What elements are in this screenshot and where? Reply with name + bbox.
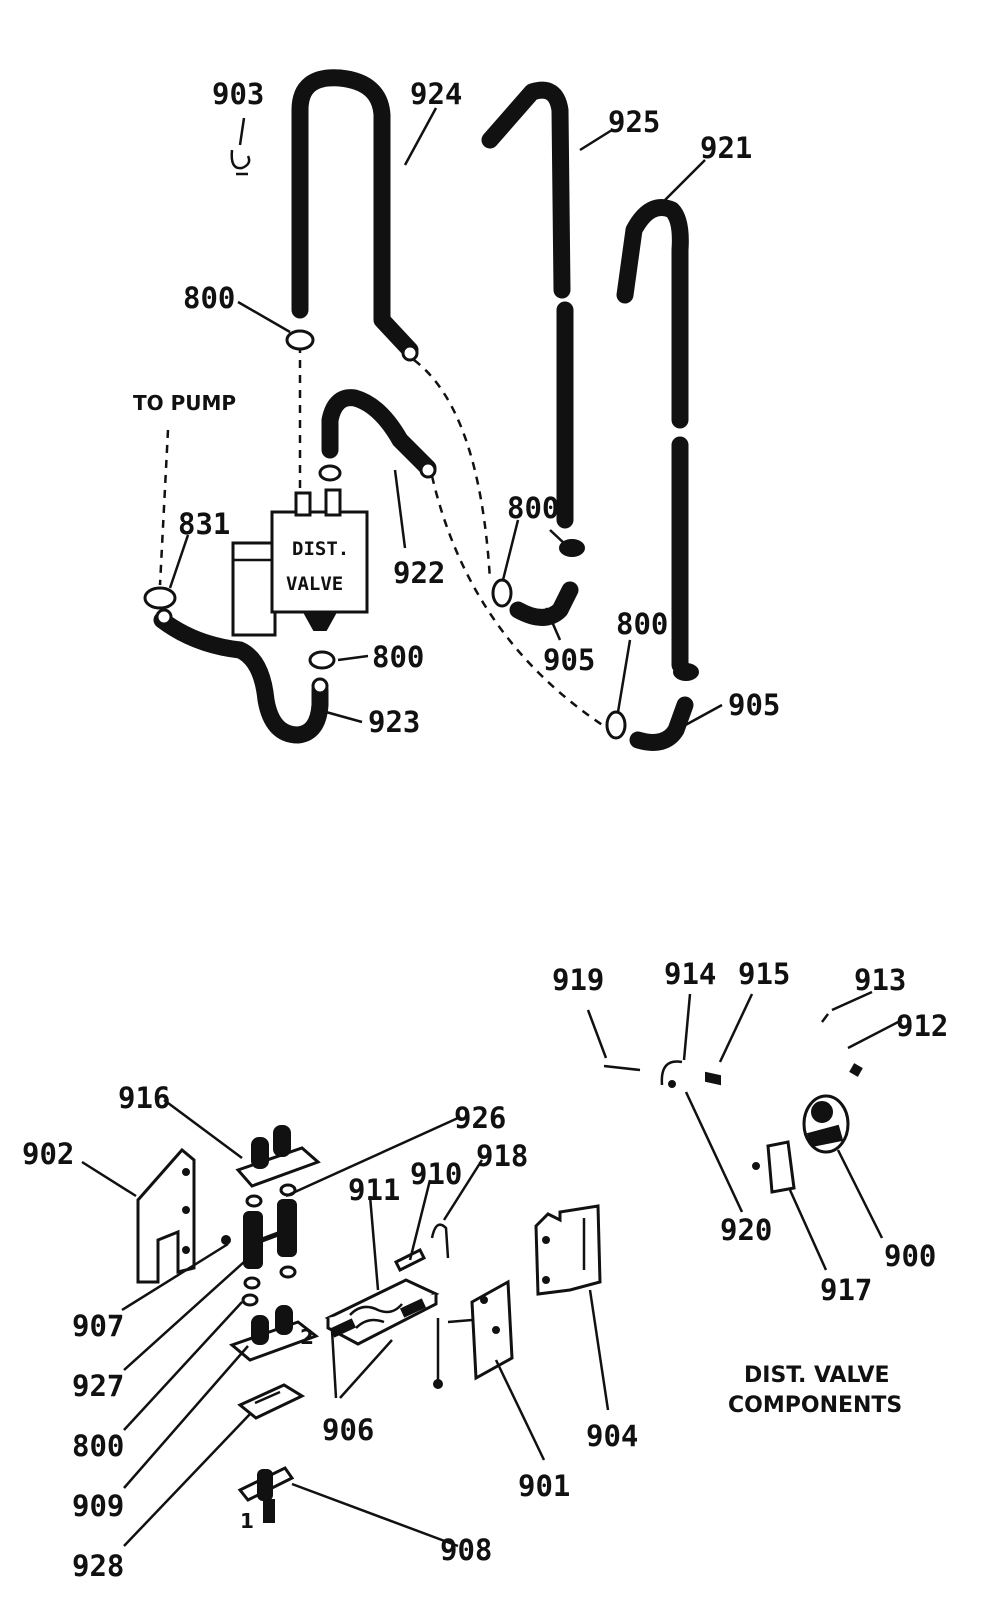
hose-end <box>401 344 419 362</box>
clamp-800 <box>605 710 627 740</box>
callout-914: 914 <box>664 957 716 991</box>
callout-901: 901 <box>518 1469 570 1503</box>
part-902-bracket <box>136 1147 196 1284</box>
callout-800-b: 800 <box>507 491 559 525</box>
valve-components-diagram: 2 1 919 914 915 913 912 916 926 902 910 … <box>22 957 948 1583</box>
clamp-800 <box>285 329 315 351</box>
callout-921: 921 <box>700 131 752 165</box>
callout-916: 916 <box>118 1081 170 1115</box>
callout-900: 900 <box>884 1239 936 1273</box>
callout-911: 911 <box>348 1173 400 1207</box>
callout-800-a: 800 <box>183 281 235 315</box>
part-914-clip <box>660 1060 683 1086</box>
callout-925: 925 <box>608 105 660 139</box>
routing-line <box>158 429 170 586</box>
routing-line <box>413 359 492 581</box>
clamp-800 <box>308 650 336 670</box>
valve-label-dist: DIST. <box>292 538 349 560</box>
callout-905-b: 905 <box>728 688 780 722</box>
callout-920: 920 <box>720 1213 772 1247</box>
callout-903: 903 <box>212 77 264 111</box>
callout-918: 918 <box>476 1139 528 1173</box>
callout-800: 800 <box>72 1429 124 1463</box>
distribution-valve: DIST. VALVE <box>231 488 369 637</box>
hose-924 <box>291 69 419 359</box>
part-927-stem <box>277 1199 297 1257</box>
callout-927: 927 <box>72 1369 124 1403</box>
callout-924: 924 <box>410 77 462 111</box>
callout-907: 907 <box>72 1309 124 1343</box>
callout-908: 908 <box>440 1533 492 1567</box>
hose-921 <box>616 199 689 429</box>
callout-909: 909 <box>72 1489 124 1523</box>
hose-905-a <box>509 581 579 626</box>
callout-917: 917 <box>820 1273 872 1307</box>
valve-motor <box>231 541 277 637</box>
callout-831: 831 <box>178 507 230 541</box>
part-mark-2: 2 <box>300 1325 314 1349</box>
callout-919: 919 <box>552 963 604 997</box>
hose-end <box>311 677 329 695</box>
valve-label-valve: VALVE <box>286 573 343 595</box>
part-912 <box>849 1063 863 1077</box>
knob <box>273 1125 291 1157</box>
valve-body <box>270 510 369 614</box>
part-900-motor <box>802 1094 850 1154</box>
callout-902: 902 <box>22 1137 74 1171</box>
clamp-800 <box>491 578 513 608</box>
valve-outlet <box>302 611 338 631</box>
hose-922 <box>321 389 437 477</box>
callout-904: 904 <box>586 1419 638 1453</box>
clamp <box>318 464 342 482</box>
routing-line <box>430 475 611 732</box>
hose-routing-diagram: DIST. VALVE TO PUMP 903 924 925 921 800 … <box>133 69 780 751</box>
callout-905-a: 905 <box>543 643 595 677</box>
clamp-903 <box>230 149 251 176</box>
hose-end <box>419 461 437 479</box>
hose-923 <box>153 611 329 744</box>
part-mark-1: 1 <box>240 1509 254 1533</box>
part-913 <box>821 1013 829 1023</box>
part-917-gasket <box>766 1140 796 1194</box>
part-919-pin <box>603 1064 641 1072</box>
part-907-stem <box>243 1211 263 1269</box>
hose-end <box>155 608 173 626</box>
hose-925 <box>481 81 571 299</box>
clamp-831 <box>143 586 177 610</box>
callout-906: 906 <box>322 1413 374 1447</box>
valve-inlet <box>294 491 312 517</box>
part-928-gasket <box>237 1383 306 1420</box>
callout-922: 922 <box>393 556 445 590</box>
caption-line2: COMPONENTS <box>728 1393 902 1418</box>
callout-913: 913 <box>854 963 906 997</box>
callout-915: 915 <box>738 957 790 991</box>
part-915-spring <box>705 1071 721 1086</box>
to-pump-label: TO PUMP <box>133 391 236 415</box>
knob <box>251 1137 269 1169</box>
callout-926: 926 <box>454 1101 506 1135</box>
hose-905-b <box>629 696 694 751</box>
callout-912: 912 <box>896 1009 948 1043</box>
valve-inlet <box>324 488 342 517</box>
callout-928: 928 <box>72 1549 124 1583</box>
part-918-wire <box>430 1223 450 1259</box>
callout-923: 923 <box>368 705 420 739</box>
caption-line1: DIST. VALVE <box>744 1363 890 1388</box>
clamp <box>673 663 699 681</box>
callout-800-d: 800 <box>616 607 668 641</box>
callout-910: 910 <box>410 1157 462 1191</box>
callout-800-c: 800 <box>372 640 424 674</box>
